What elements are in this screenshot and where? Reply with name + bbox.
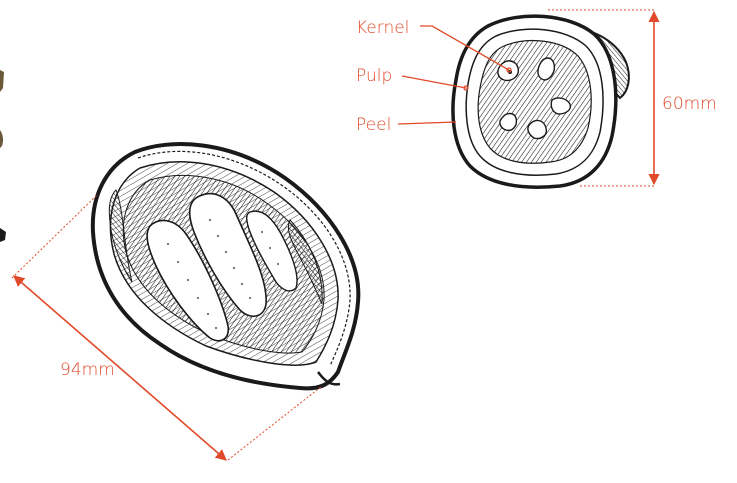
height-dimension-label: 60mm bbox=[662, 94, 717, 114]
length-dimension-label: 94mm bbox=[60, 360, 115, 380]
longitudinal-section-illustration bbox=[93, 144, 359, 388]
cross-section-illustration bbox=[453, 16, 629, 187]
cross-section-kernel-4 bbox=[528, 121, 546, 139]
cross-section-kernel-3 bbox=[551, 98, 570, 114]
cross-section-kernel-1 bbox=[498, 61, 518, 80]
peel-leader-line bbox=[398, 122, 456, 124]
kernel-label: Kernel bbox=[356, 18, 409, 38]
cropped-edge-fragments bbox=[0, 70, 6, 242]
pulp-label: Pulp bbox=[356, 66, 392, 86]
peel-label: Peel bbox=[356, 115, 391, 135]
